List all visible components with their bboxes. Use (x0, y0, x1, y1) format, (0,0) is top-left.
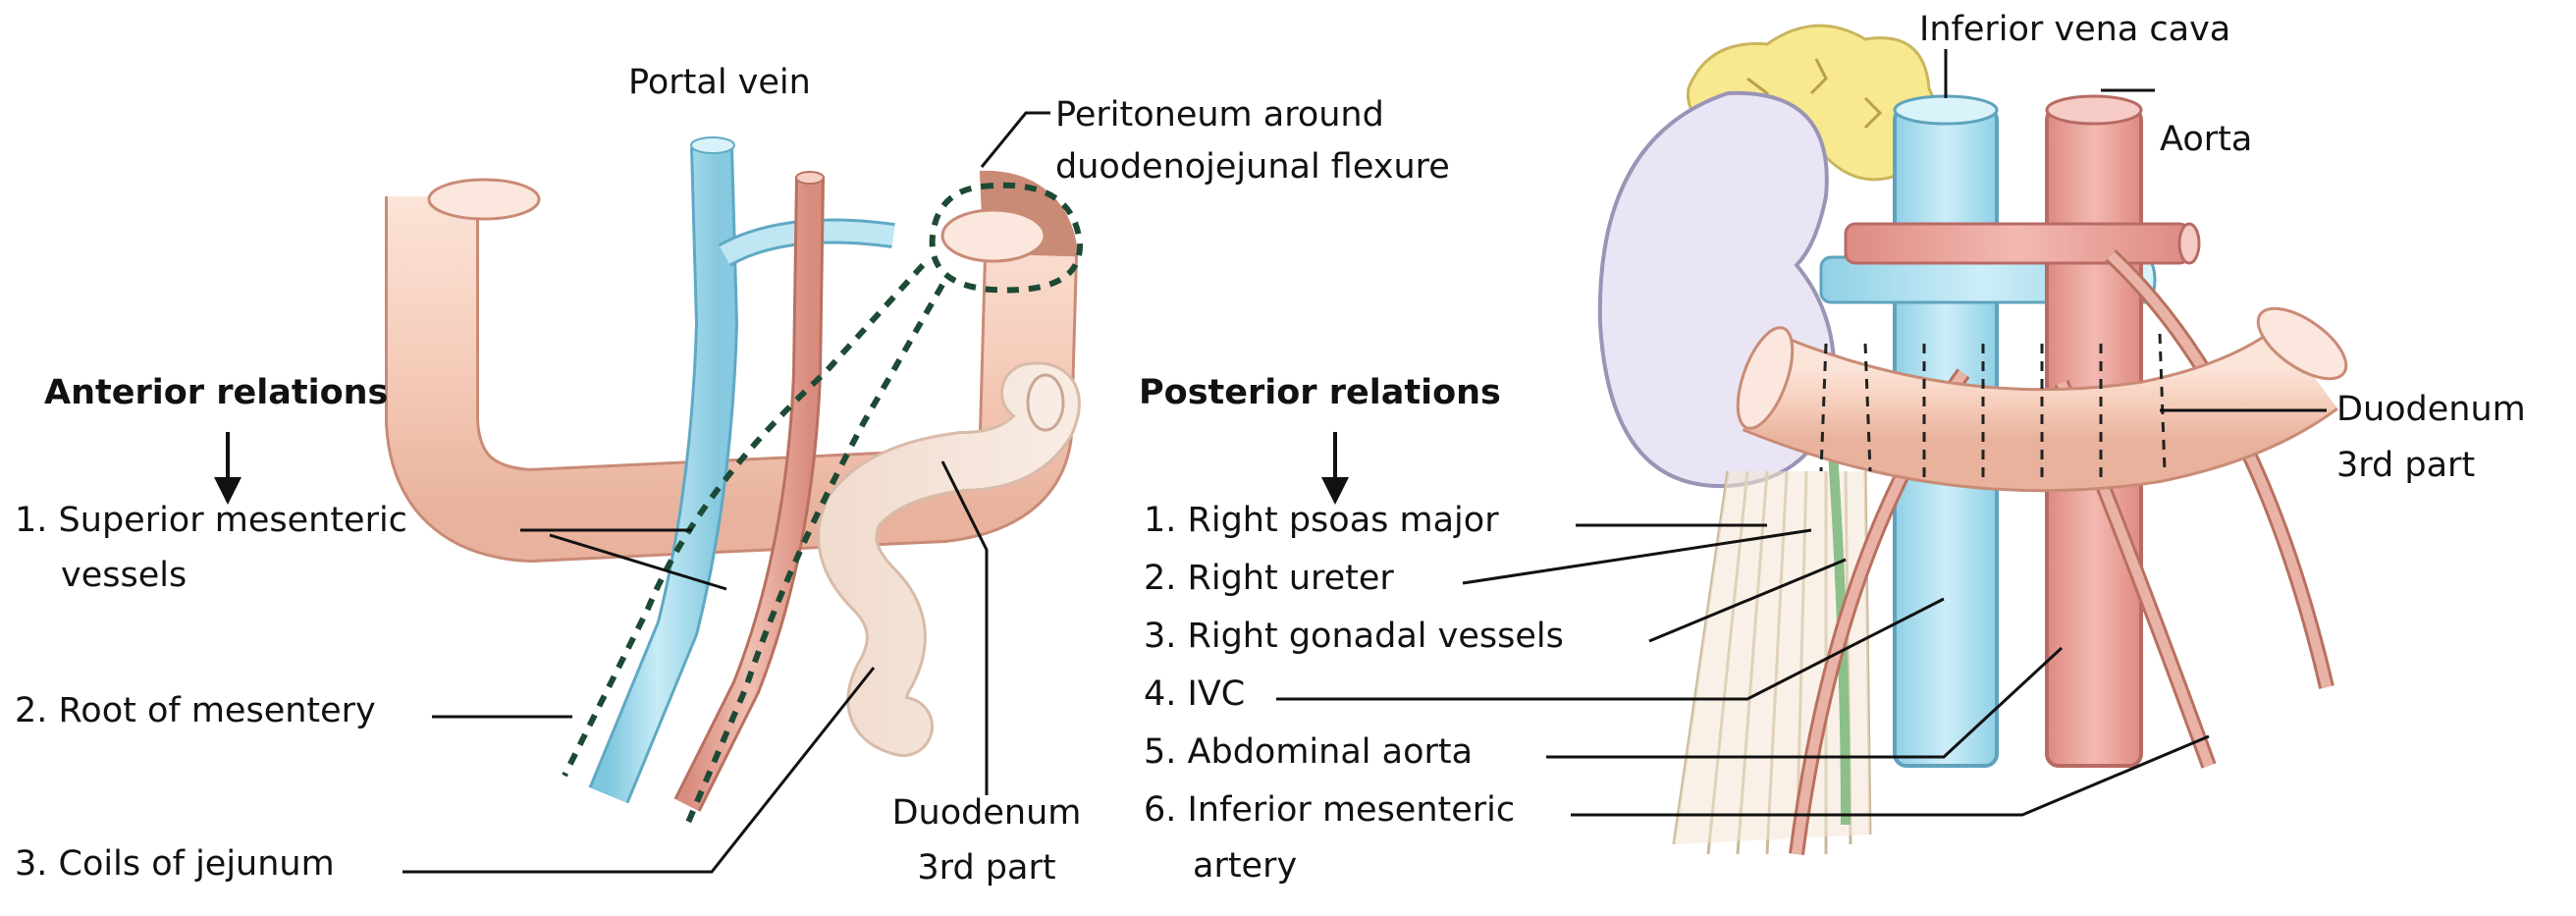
anterior-illustration (228, 113, 1080, 872)
posterior-item-4-text: IVC (1188, 674, 1246, 714)
posterior-item-6: 6. Inferior mesenteric (1144, 788, 1515, 832)
anterior-item-2-num: 2. (15, 691, 47, 730)
anterior-item-3-text: Coils of jejunum (59, 844, 335, 884)
portal-vein-label: Portal vein (628, 61, 811, 104)
posterior-item-6-num: 6. (1144, 790, 1176, 830)
ivc-label: Inferior vena cava (1919, 8, 2230, 51)
duodenum-opening-left (429, 180, 539, 219)
anterior-item-1-text: Superior mesenteric (59, 501, 407, 540)
posterior-item-1: 1. Right psoas major (1144, 499, 1499, 542)
posterior-item-5-text: Abdominal aorta (1188, 732, 1474, 772)
duodenojejunal-opening (942, 210, 1045, 261)
peritoneum-label-line2: duodenojejunal flexure (1055, 145, 1450, 189)
posterior-item-2-text: Right ureter (1188, 559, 1394, 598)
posterior-relations-heading: Posterior relations (1139, 371, 1501, 414)
anterior-item-1-num: 1. (15, 501, 47, 540)
anterior-item-3: 3. Coils of jejunum (15, 842, 335, 886)
posterior-item-1-num: 1. (1144, 501, 1176, 540)
aorta-label: Aorta (2160, 118, 2252, 161)
anterior-item-1: 1. Superior mesenteric (15, 499, 407, 542)
posterior-duodenum-label: Duodenum (2336, 388, 2526, 431)
anterior-item-2: 2. Root of mesentery (15, 689, 376, 732)
posterior-item-3-num: 3. (1144, 617, 1176, 656)
posterior-item-4: 4. IVC (1144, 673, 1245, 716)
anterior-item-1-line2: vessels (61, 554, 187, 597)
posterior-item-2: 2. Right ureter (1144, 557, 1394, 600)
posterior-item-2-num: 2. (1144, 559, 1176, 598)
anterior-relations-heading: Anterior relations (44, 371, 388, 414)
posterior-item-1-text: Right psoas major (1188, 501, 1499, 540)
anterior-duodenum-label-2: 3rd part (864, 846, 1109, 889)
posterior-item-6-text: Inferior mesenteric (1188, 790, 1516, 830)
posterior-item-4-num: 4. (1144, 674, 1176, 714)
posterior-item-6-line2: artery (1193, 844, 1297, 888)
posterior-item-5: 5. Abdominal aorta (1144, 730, 1473, 774)
posterior-item-5-num: 5. (1144, 732, 1176, 772)
anterior-item-3-num: 3. (15, 844, 47, 884)
anterior-item-2-text: Root of mesentery (59, 691, 376, 730)
peritoneum-label-line1: Peritoneum around (1055, 93, 1384, 136)
posterior-item-3-text: Right gonadal vessels (1188, 617, 1564, 656)
posterior-item-3: 3. Right gonadal vessels (1144, 615, 1564, 658)
posterior-duodenum-label-2: 3rd part (2336, 444, 2475, 487)
anterior-duodenum-label: Duodenum (864, 791, 1109, 835)
